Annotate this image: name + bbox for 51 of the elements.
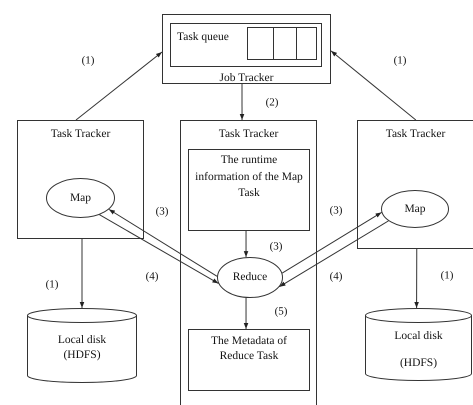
process-ellipse: [217, 257, 283, 298]
node-label: (HDFS): [63, 348, 101, 363]
arrow: [98, 214, 219, 284]
edge-label: (4): [144, 270, 160, 284]
arrow: [414, 248, 419, 308]
info-box: [188, 149, 310, 231]
edge-label: (2): [264, 96, 280, 110]
node-label: Reduce: [232, 270, 268, 285]
node-label: Map: [70, 190, 92, 206]
arrow: [330, 50, 416, 120]
edge-label: (1): [440, 270, 454, 282]
disk-cylinder: [27, 308, 137, 383]
tracker-box: [17, 120, 144, 239]
arrow: [240, 84, 244, 120]
tracker-box: [162, 14, 331, 84]
edge-label: (5): [274, 306, 288, 318]
process-ellipse: [46, 178, 115, 218]
node-label: The Metadata of Reduce Task: [210, 334, 288, 364]
arrow: [76, 52, 162, 120]
node-label: Local disk: [58, 333, 106, 348]
arrow: [278, 220, 389, 288]
info-box: [188, 329, 310, 391]
edge-label: (4): [328, 270, 344, 284]
node-title: Task Tracker: [386, 127, 446, 142]
arrow: [80, 238, 84, 308]
arrow: [282, 212, 382, 274]
arrow: [244, 230, 248, 258]
node-label: Task queue: [177, 30, 229, 45]
tracker-box: [180, 120, 317, 405]
edge-label: (3): [328, 204, 344, 218]
node-label: (HDFS): [400, 356, 438, 371]
disk-cylinder: [365, 308, 472, 381]
queue-slot: [247, 27, 274, 60]
arrow: [108, 208, 218, 277]
queue-box: [170, 23, 322, 67]
node-label: Map: [404, 202, 426, 216]
edge-label: (3): [268, 240, 284, 254]
queue-slot: [273, 27, 297, 60]
node-label: Local disk: [394, 329, 443, 344]
tracker-box: [357, 120, 473, 249]
node-title: Task Tracker: [50, 127, 110, 142]
arrow: [244, 297, 248, 330]
edge-label: (3): [154, 206, 170, 218]
edge-label: (1): [44, 278, 60, 292]
process-ellipse: [381, 190, 449, 228]
edge-label: (1): [392, 54, 408, 68]
node-title: Job Tracker: [220, 71, 274, 86]
node-label: The runtime information of the Map Task: [194, 153, 304, 201]
queue-slot: [296, 27, 317, 60]
node-title: Task Tracker: [218, 127, 278, 142]
edge-label: (1): [80, 54, 96, 68]
